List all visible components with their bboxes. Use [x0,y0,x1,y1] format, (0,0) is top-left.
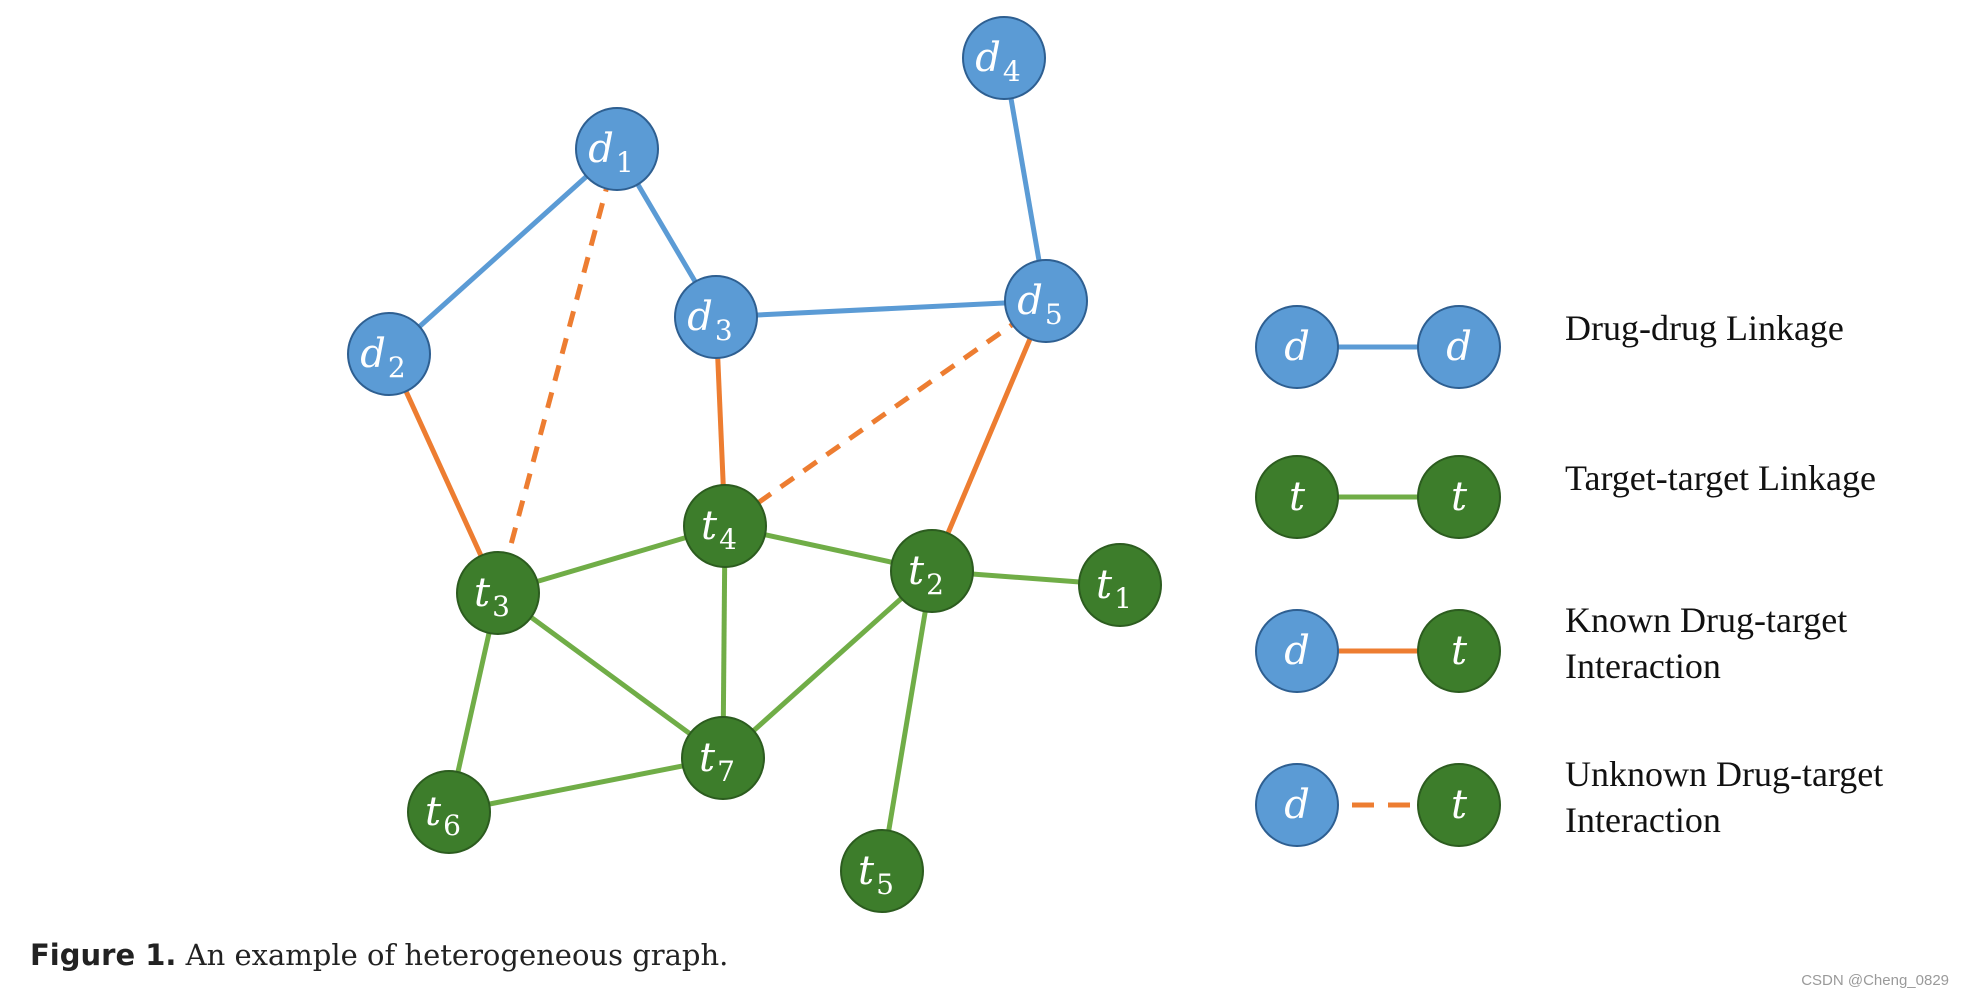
legend-node-left-label: t [1289,474,1306,520]
legend-node-left: d [1255,305,1339,389]
node-t7: t7 [681,716,765,800]
edge-d5-t2 [929,300,1049,572]
node-t3-circle [456,551,540,635]
node-d5-circle [1004,259,1088,343]
legend-node-right-label: d [1446,324,1472,370]
nodes-layer: d1 d2 d3 d4 d5 t1 t2 t3 t4 t5 t6 t7 [347,16,1162,913]
legend-node-right-circle [1417,455,1501,539]
node-t4-circle [683,484,767,568]
node-d3: d3 [674,275,758,359]
legend-node-right: d [1417,305,1501,389]
legend-node-left-label: d [1284,628,1310,674]
caption-text: An example of heterogeneous graph. [185,938,729,972]
legend-node-left-label: d [1284,324,1310,370]
node-t6: t6 [407,770,491,854]
watermark: CSDN @Cheng_0829 [1801,972,1949,989]
node-d4: d4 [962,16,1046,100]
legend-node-right: t [1417,609,1501,693]
node-d3-circle [674,275,758,359]
legend-node-left: d [1255,609,1339,693]
node-d2: d2 [347,312,431,396]
node-t4: t4 [683,484,767,568]
edge-d1-d2 [387,147,619,356]
node-t3: t3 [456,551,540,635]
node-d1: d1 [575,107,659,191]
legend-label: Interaction [1565,646,1721,686]
legend-node-right-label: t [1451,474,1468,520]
node-d4-circle [962,16,1046,100]
node-t5: t5 [840,829,924,913]
legend-item-drug-drug: d d Drug-drug Linkage [1255,305,1844,389]
legend-label: Unknown Drug-target [1565,754,1883,794]
legend-node-right: t [1417,455,1501,539]
caption-label: Figure 1. [30,938,177,972]
legend-node-right-circle [1417,763,1501,847]
node-d5: d5 [1004,259,1088,343]
figure-caption: Figure 1. An example of heterogeneous gr… [30,938,728,972]
legend-node-right: t [1417,763,1501,847]
legend-item-target-target: t t Target-target Linkage [1255,455,1876,539]
node-d1-circle [575,107,659,191]
legend-node-left-circle [1255,305,1339,389]
legend-label: Known Drug-target [1565,600,1847,640]
legend-node-left-label: d [1284,782,1310,828]
legend-label: Interaction [1565,800,1721,840]
heterogeneous-graph-diagram: d1 d2 d3 d4 d5 t1 t2 t3 t4 t5 t6 t7 d d Drug-drug Lin… [347,16,1883,913]
legend-node-left: t [1255,455,1339,539]
legend-node-left: d [1255,763,1339,847]
node-d2-circle [347,312,431,396]
edge-t6-t7 [448,755,724,815]
legend-label: Target-target Linkage [1565,458,1876,498]
node-t5-circle [840,829,924,913]
edge-d5-t4 [723,298,1048,529]
legend-node-left-circle [1255,763,1339,847]
legend: d d Drug-drug Linkage t t Target-target Linka… [1255,305,1883,847]
legend-node-left-circle [1255,455,1339,539]
edge-t3-t7 [496,590,725,761]
legend-node-right-label: t [1451,628,1468,674]
node-t2: t2 [890,529,974,613]
node-t1-circle [1078,543,1162,627]
node-d1-label: d1 [588,126,633,179]
node-t6-circle [407,770,491,854]
legend-node-left-circle [1255,609,1339,693]
edge-d3-d5 [715,298,1047,320]
legend-label: Drug-drug Linkage [1565,308,1844,348]
legend-node-right-label: t [1451,782,1468,828]
edge-d1-t3 [495,148,620,594]
edge-t7-t2 [721,569,934,760]
node-t1: t1 [1078,543,1162,627]
node-t7-circle [681,716,765,800]
legend-node-right-circle [1417,305,1501,389]
legend-node-right-circle [1417,609,1501,693]
edge-d2-t3 [386,352,501,595]
edge-t2-t5 [879,570,935,872]
node-t2-circle [890,529,974,613]
